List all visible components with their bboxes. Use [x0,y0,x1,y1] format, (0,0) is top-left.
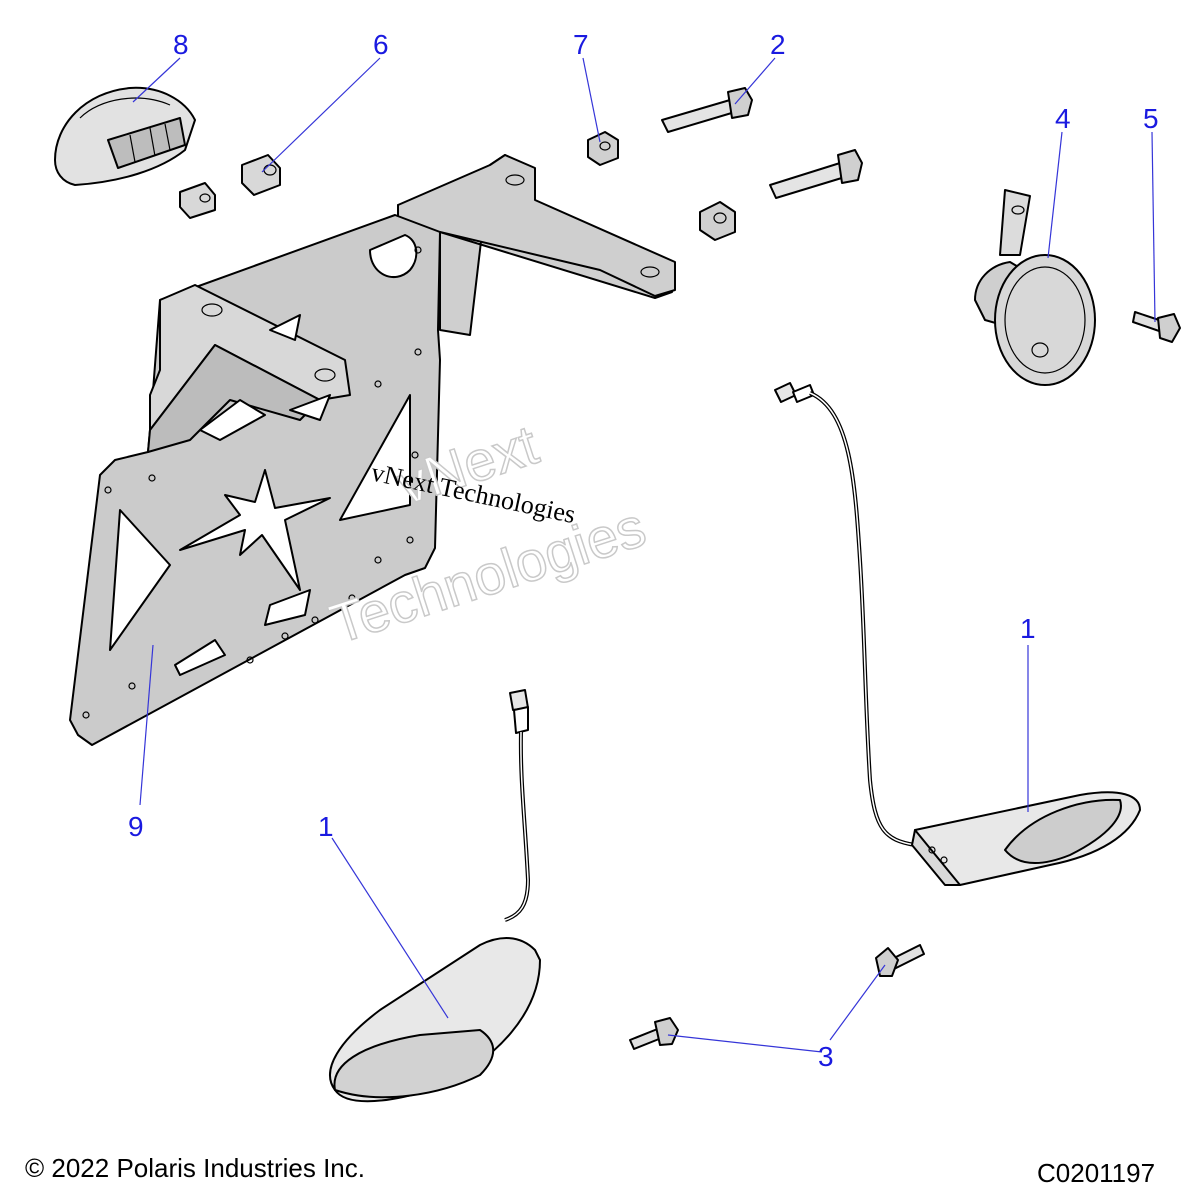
callout-3: 3 [818,1041,834,1072]
leader-lines [132,57,1156,1053]
callout-6: 6 [373,29,389,60]
callouts: 8 6 7 2 4 5 1 9 1 3 [128,29,1159,1072]
callout-8: 8 [173,29,189,60]
diagram-code: C0201197 [1037,1158,1155,1188]
callout-1-left: 1 [318,811,334,842]
spacer-upper [241,154,281,196]
callout-5: 5 [1143,103,1159,134]
callout-4: 4 [1055,103,1071,134]
turn-signal-right [774,382,1141,886]
screw-upper [875,944,925,977]
plate-light-housing [54,86,196,186]
copyright-text: © 2022 Polaris Industries Inc. [25,1153,365,1183]
callout-7: 7 [573,29,589,60]
flange-nut-lower [699,201,736,241]
callout-2: 2 [770,29,786,60]
screw [1132,311,1181,343]
spacer-lower [179,182,216,219]
screw-lower [629,1017,679,1050]
flange-nut-upper [587,131,619,166]
horn [974,189,1096,386]
callout-1-right: 1 [1020,613,1036,644]
turn-signal-left [329,689,541,1103]
license-plate-bracket [69,154,676,746]
bolt-upper [661,87,753,133]
bolt-lower [769,149,863,199]
callout-9: 9 [128,811,144,842]
